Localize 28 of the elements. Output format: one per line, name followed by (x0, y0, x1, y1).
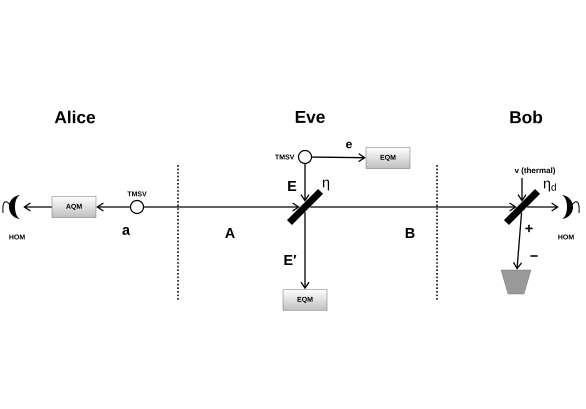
beam-splitter (504, 188, 540, 226)
edge-label: a (122, 227, 130, 235)
arrow (96, 202, 130, 212)
edge-label: B (406, 228, 415, 238)
edge-label: + (525, 224, 533, 232)
arrow (310, 202, 517, 212)
beside-label: η (322, 180, 330, 190)
detector-bucket (500, 270, 532, 294)
edge-label: e (346, 142, 352, 148)
edge-label: E′ (284, 255, 296, 265)
arrow (312, 153, 366, 162)
arrow (23, 202, 52, 212)
edge-label: − (530, 255, 538, 257)
section-title: Eve (296, 110, 325, 124)
edge-label: A (225, 228, 235, 238)
arrow (300, 164, 310, 202)
arrow (527, 202, 559, 212)
arrow (517, 178, 527, 202)
arrow (513, 212, 522, 270)
edge-label: v (thermal) (514, 167, 556, 175)
section-title: Alice (54, 110, 96, 124)
beside-label: η$_{d}$ (544, 180, 556, 192)
detector-drawing (561, 195, 580, 219)
arrow (300, 212, 310, 290)
edge-label: E (288, 181, 296, 191)
detector-drawing (2, 195, 21, 219)
section-title: Bob (510, 110, 542, 124)
arrow (144, 202, 300, 212)
